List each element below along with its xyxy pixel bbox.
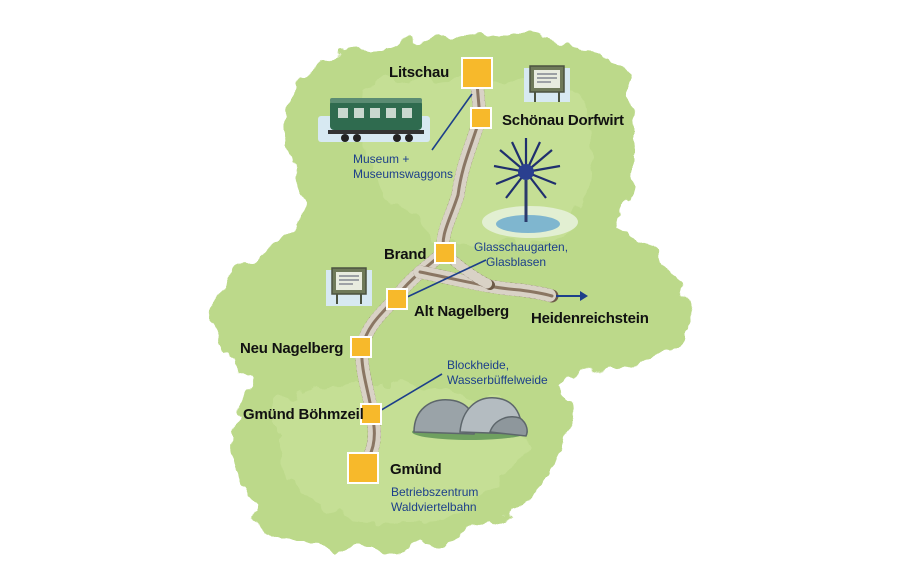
glass-sculpture-icon: [482, 138, 578, 238]
station-label-alt-nagelberg: Alt Nagelberg: [414, 303, 509, 320]
station-label-neu-nagelberg: Neu Nagelberg: [240, 340, 344, 357]
station-marker-litschau: [461, 57, 493, 89]
callout-line-glass: [404, 259, 487, 299]
poi-line: Betriebszentrum: [391, 485, 479, 499]
poi-line: Waldviertelbahn: [391, 500, 477, 514]
poi-label-glass: Glasschaugarten, Glasblasen: [474, 240, 568, 270]
poi-line: Wasserbüffelweide: [447, 373, 548, 387]
info-board-icon: [326, 267, 372, 306]
station-label-schoenau: Schönau Dorfwirt: [502, 112, 624, 129]
poi-line: Glasschaugarten,: [474, 240, 569, 254]
railway-carriage-icon: [318, 98, 430, 142]
callout-line-museum: [431, 93, 473, 151]
station-label-brand: Brand: [384, 246, 427, 263]
station-marker-gmuend-boehmzeil: [360, 403, 382, 425]
poi-line: Museumswaggons: [353, 167, 454, 181]
poi-line: Museum +: [353, 152, 410, 166]
poi-label-blockheide: Blockheide, Wasserbüffelweide: [447, 358, 548, 388]
station-marker-brand: [434, 242, 456, 264]
poi-line: Glasblasen: [486, 255, 547, 269]
boulders-icon: [412, 397, 528, 440]
station-marker-gmuend: [347, 452, 379, 484]
station-label-gmuend: Gmünd: [390, 461, 442, 478]
station-marker-alt-nagelberg: [386, 288, 408, 310]
info-board-icon: [524, 65, 570, 102]
callout-lines: [377, 93, 487, 413]
callout-line-blockheide: [377, 373, 443, 413]
station-marker-neu-nagelberg: [350, 336, 372, 358]
direction-arrow-icon: [556, 291, 588, 301]
poi-line: Blockheide,: [447, 358, 510, 372]
station-label-litschau: Litschau: [389, 64, 450, 81]
station-label-gmuend-boehmzeil: Gmünd Böhmzeil: [243, 406, 364, 423]
poi-label-museum: Museum + Museumswaggons: [353, 152, 453, 182]
station-markers: [347, 57, 493, 484]
station-marker-schoenau: [470, 107, 492, 129]
poi-label-betrieb: Betriebszentrum Waldviertelbahn: [391, 485, 478, 515]
station-label-heidenreichstein: Heidenreichstein: [531, 310, 649, 327]
